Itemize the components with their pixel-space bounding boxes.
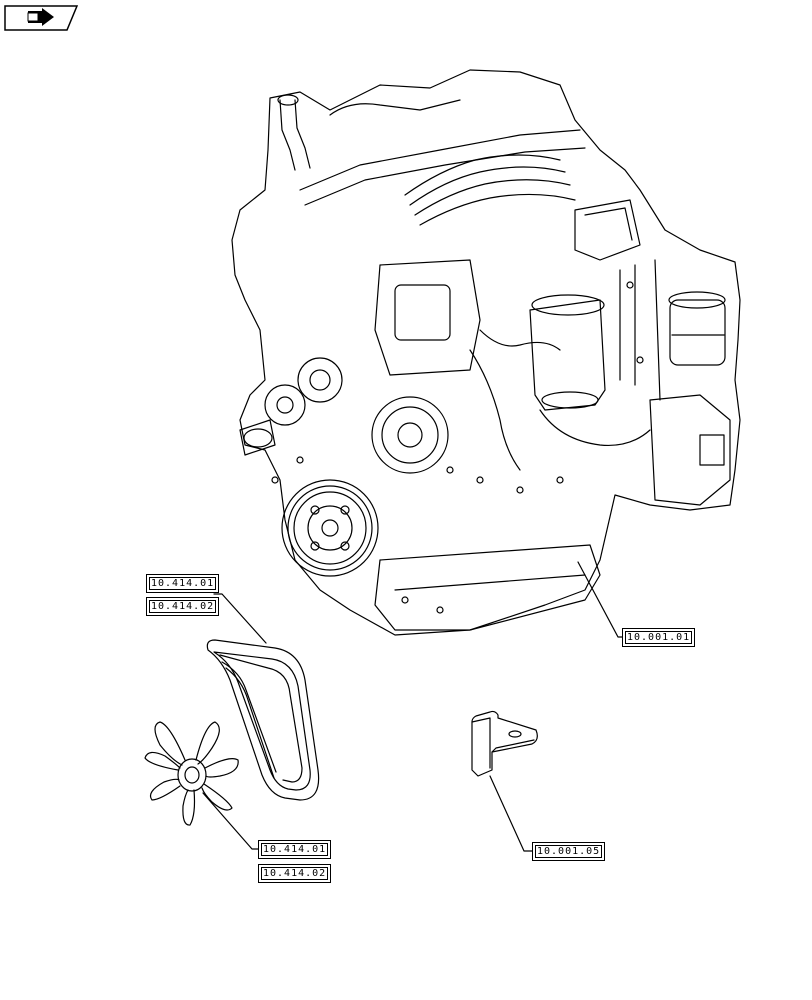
poly-v-belt-drawing <box>206 639 320 801</box>
callout-belt-ref-b[interactable]: 10.414.02 <box>146 597 220 616</box>
cooling-fan-drawing <box>144 721 239 826</box>
leader-belt <box>213 593 267 644</box>
leader-bracket <box>489 775 533 852</box>
callout-bracket[interactable]: 10.001.05 <box>532 842 606 861</box>
callout-fan-ref-a[interactable]: 10.414.01 <box>258 840 332 859</box>
engine-outline <box>231 69 741 636</box>
page-turn-arrow-icon <box>27 8 54 26</box>
mounting-bracket-drawing <box>471 710 538 777</box>
callout-engine-assembly[interactable]: 10.001.01 <box>622 628 696 647</box>
nav-badge[interactable] <box>4 4 78 31</box>
engine-assembly-drawing <box>231 69 741 636</box>
leader-fan <box>202 792 261 850</box>
callout-fan-ref-b[interactable]: 10.414.02 <box>258 864 332 883</box>
leader-engine <box>577 561 625 638</box>
callout-belt-ref-a[interactable]: 10.414.01 <box>146 574 220 593</box>
